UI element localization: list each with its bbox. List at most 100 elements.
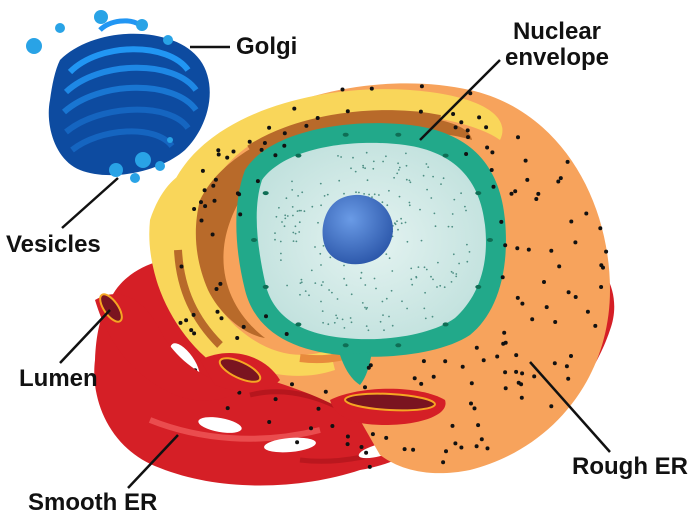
ribosome-dot — [520, 302, 524, 306]
chromatin-dot — [304, 210, 306, 212]
chromatin-dot — [274, 239, 276, 241]
ribosome-dot — [304, 124, 308, 128]
chromatin-dot — [343, 278, 345, 280]
chromatin-dot — [328, 289, 330, 291]
chromatin-dot — [453, 253, 455, 255]
ribosome-dot — [274, 397, 278, 401]
chromatin-dot — [298, 231, 300, 233]
ribosome-dot — [203, 204, 207, 208]
chromatin-dot — [322, 310, 324, 312]
ribosome-dot — [341, 88, 345, 92]
ribosome-dot — [238, 212, 242, 216]
chromatin-dot — [317, 222, 319, 224]
chromatin-dot — [337, 298, 339, 300]
chromatin-dot — [425, 318, 427, 320]
chromatin-dot — [350, 317, 352, 319]
ribosome-dot — [180, 265, 184, 269]
ribosome-dot — [413, 376, 417, 380]
chromatin-dot — [466, 244, 468, 246]
ribosome-dot — [330, 424, 334, 428]
chromatin-dot — [430, 197, 432, 199]
ribosome-dot — [520, 371, 524, 375]
chromatin-dot — [362, 165, 364, 167]
ribosome-dot — [360, 445, 364, 449]
ribosome-dot — [451, 424, 455, 428]
ribosome-dot — [292, 107, 296, 111]
ribosome-dot — [490, 168, 494, 172]
ribosome-dot — [584, 212, 588, 216]
nuclear-pore — [343, 133, 349, 137]
chromatin-dot — [437, 262, 439, 264]
chromatin-dot — [284, 218, 286, 220]
ribosome-dot — [232, 150, 236, 154]
nuclear-pore — [443, 154, 449, 158]
chromatin-dot — [436, 286, 438, 288]
chromatin-dot — [460, 192, 462, 194]
ribosome-dot — [516, 135, 520, 139]
chromatin-dot — [368, 194, 370, 196]
chromatin-dot — [291, 189, 293, 191]
chromatin-dot — [393, 177, 395, 179]
chromatin-dot — [432, 279, 434, 281]
label-smooth-er: Smooth ER — [28, 490, 157, 516]
chromatin-dot — [378, 194, 380, 196]
ribosome-dot — [569, 354, 573, 358]
chromatin-dot — [394, 222, 396, 224]
ribosome-dot — [475, 346, 479, 350]
chromatin-dot — [292, 232, 294, 234]
ribosome-dot — [226, 406, 230, 410]
ribosome-dot — [466, 128, 470, 132]
chromatin-dot — [452, 272, 454, 274]
ribosome-dot — [464, 152, 468, 156]
ribosome-dot — [501, 275, 505, 279]
chromatin-dot — [466, 261, 468, 263]
ribosome-dot — [260, 148, 264, 152]
ribosome-dot — [480, 437, 484, 441]
ribosome-dot — [199, 200, 203, 204]
chromatin-dot — [451, 281, 453, 283]
chromatin-dot — [382, 301, 384, 303]
chromatin-dot — [410, 268, 412, 270]
chromatin-dot — [364, 284, 366, 286]
ribosome-dot — [492, 185, 496, 189]
ribosome-dot — [443, 359, 447, 363]
chromatin-dot — [314, 282, 316, 284]
ribosome-dot — [502, 331, 506, 335]
chromatin-dot — [424, 292, 426, 294]
ribosome-dot — [586, 310, 590, 314]
chromatin-dot — [368, 329, 370, 331]
chromatin-dot — [299, 210, 301, 212]
ribosome-dot — [573, 240, 577, 244]
ribosome-dot — [495, 355, 499, 359]
chromatin-dot — [297, 195, 299, 197]
chromatin-dot — [280, 241, 282, 243]
ribosome-dot — [242, 325, 246, 329]
chromatin-dot — [426, 269, 428, 271]
ribosome-dot — [285, 332, 289, 336]
ribosome-dot — [569, 220, 573, 224]
chromatin-dot — [435, 225, 437, 227]
ribosome-dot — [473, 406, 477, 410]
ribosome-dot — [549, 404, 553, 408]
ribosome-dot — [189, 328, 193, 332]
chromatin-dot — [400, 218, 402, 220]
chromatin-dot — [383, 329, 385, 331]
chromatin-dot — [314, 246, 316, 248]
ribosome-dot — [557, 264, 561, 268]
chromatin-dot — [410, 181, 412, 183]
chromatin-dot — [335, 315, 337, 317]
chromatin-dot — [320, 183, 322, 185]
ribosome-dot — [200, 219, 204, 223]
chromatin-dot — [366, 325, 368, 327]
vesicles-leader — [62, 178, 118, 228]
chromatin-dot — [410, 278, 412, 280]
ribosome-dot — [574, 295, 578, 299]
chromatin-dot — [286, 285, 288, 287]
chromatin-dot — [421, 240, 423, 242]
ribosome-dot — [516, 296, 520, 300]
chromatin-dot — [451, 271, 453, 273]
ribosome-dot — [485, 146, 489, 150]
chromatin-dot — [322, 281, 324, 283]
chromatin-dot — [301, 281, 303, 283]
